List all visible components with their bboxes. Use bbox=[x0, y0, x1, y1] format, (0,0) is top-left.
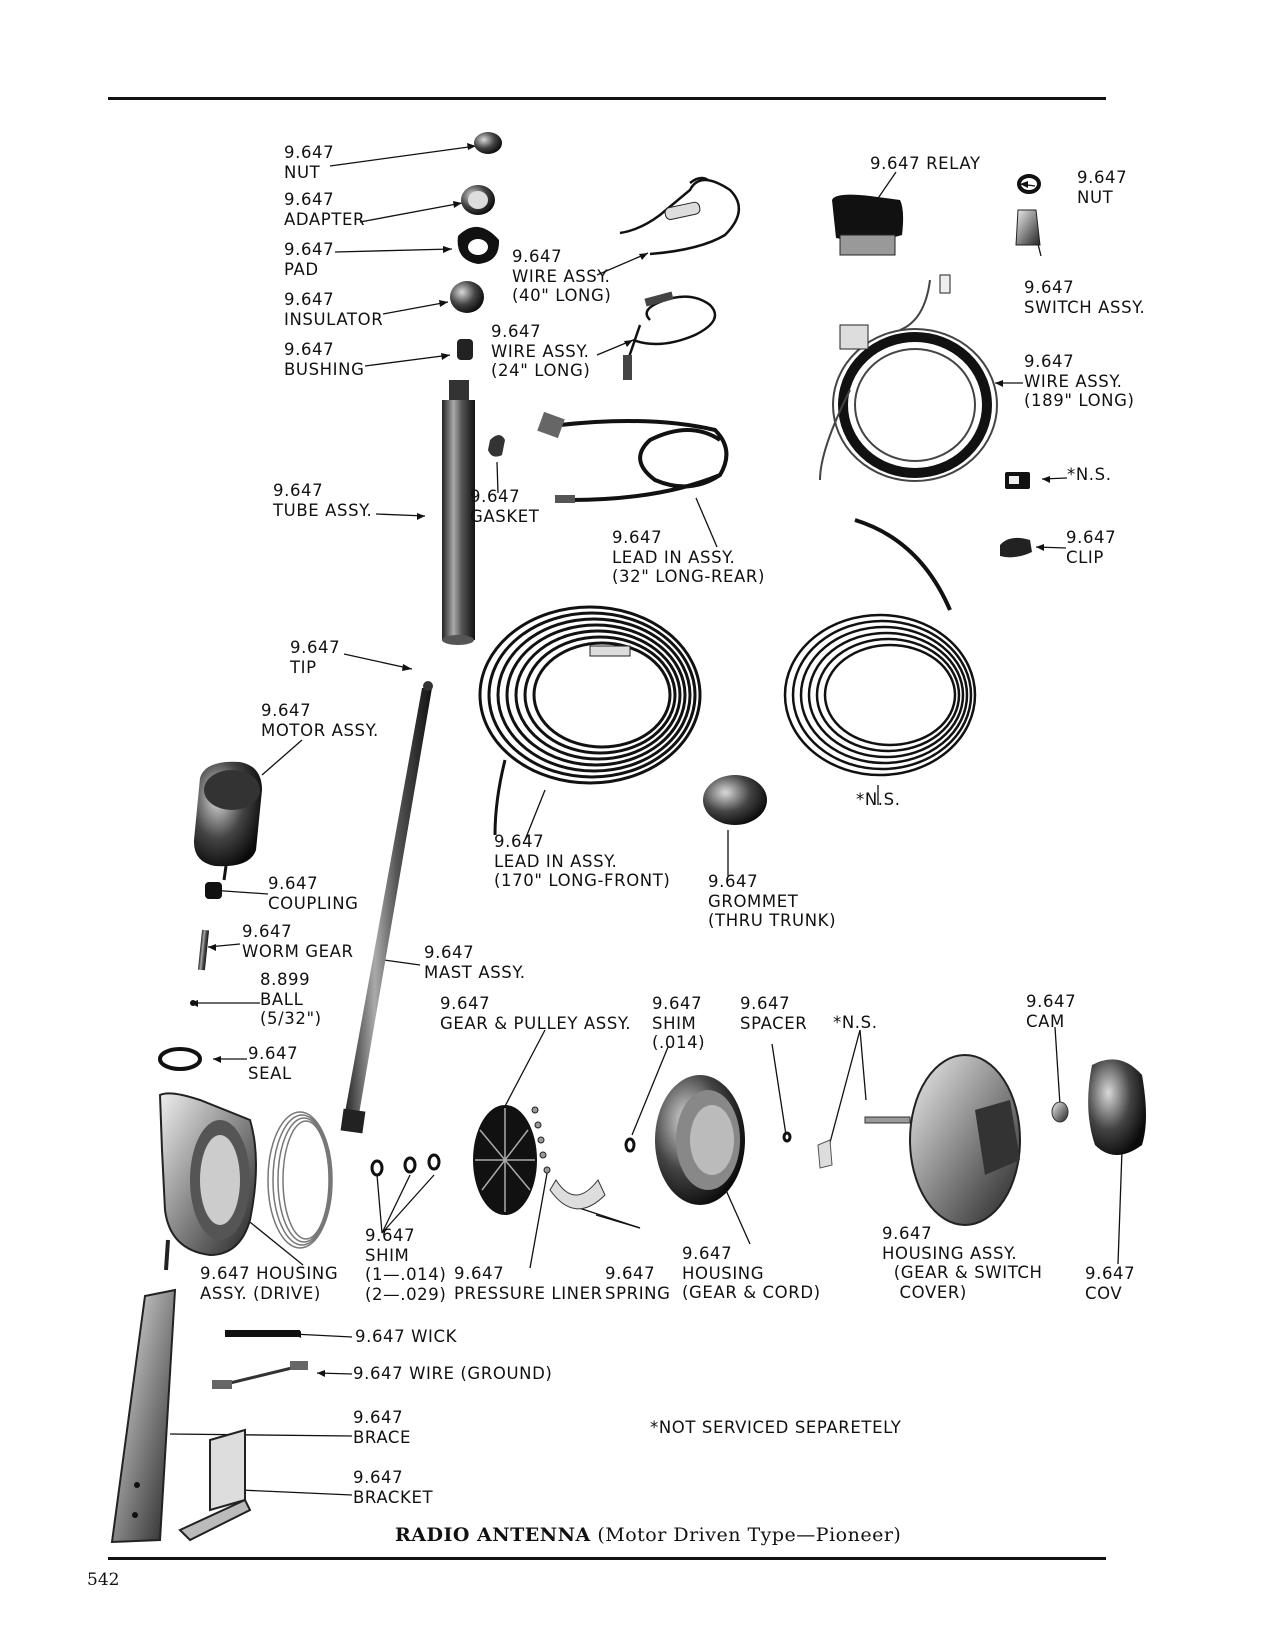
label-relay: 9.647 RELAY bbox=[870, 154, 981, 173]
label-ns-low: *N.S. bbox=[833, 1013, 878, 1032]
label-ns-top: *N.S. bbox=[1067, 465, 1112, 484]
figure-caption: RADIO ANTENNA (Motor Driven Type—Pioneer… bbox=[395, 1524, 901, 1546]
page-number: 542 bbox=[87, 1570, 120, 1590]
caption-title: RADIO ANTENNA bbox=[395, 1524, 591, 1546]
label-wick: 9.647 WICK bbox=[355, 1327, 458, 1346]
label-wire-ground: 9.647 WIRE (GROUND) bbox=[353, 1364, 553, 1383]
not-serviced-note: *NOT SERVICED SEPARETELY bbox=[650, 1418, 902, 1437]
label-ns-mid: *N.S. bbox=[856, 790, 901, 809]
bottom-rule bbox=[108, 1557, 1106, 1560]
caption-subtitle: (Motor Driven Type—Pioneer) bbox=[597, 1524, 902, 1546]
top-rule bbox=[108, 97, 1106, 100]
